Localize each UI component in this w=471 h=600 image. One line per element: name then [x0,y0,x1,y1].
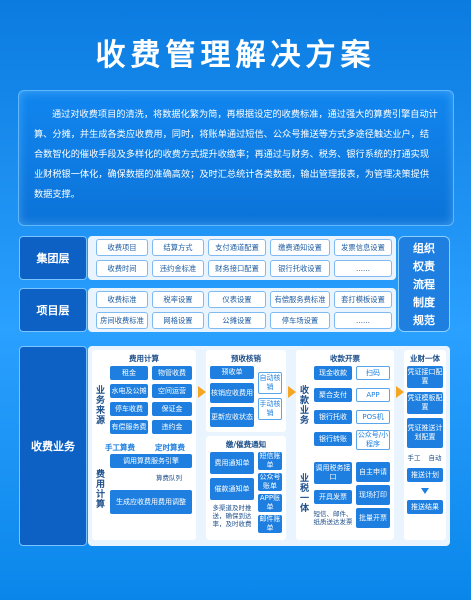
collect-section: 收款开票 收款业务 现金收款 聚合支付 银行托收 银行转账 扫码 APP POS… [296,350,394,540]
voucher-plan: 凭证推送计划配置 [407,418,443,448]
project-layer-row: 收费标准 税率设置 仪表设置 有偿服务费标准 套打模板设置 房间收费标准 网格设… [88,288,396,332]
notify-section: 缴/催费通知 费用通知单 催款通知单 短信账单 公众号账单 APP账单 邮件账单… [206,436,286,540]
collect-title: 收款开票 [330,354,360,363]
chip-fee-item: 收费项目 [96,239,148,256]
tax-api: 调用税务接口 [314,462,352,484]
gen-block: 生成应收费用费用调整 [110,490,192,514]
push-plan: 推送计划 [407,468,443,482]
business-panel: 费用计算 业务来源 租金 物管收费 水电及公摊 空间运营 停车收费 保证金 有偿… [88,346,450,546]
fee-service: 有偿服务费 [110,420,148,434]
chip-more: ...... [334,260,392,277]
fee-space: 空间运营 [152,384,192,398]
fee-rent: 租金 [110,366,148,380]
business-label: 收费业务 [19,346,87,546]
self-apply: 自主申请 [356,462,390,482]
bank-collect: 银行托收 [314,410,352,424]
chip-tax: 税率设置 [152,291,204,308]
chip-pay-channel: 支付通道配置 [208,239,266,256]
pos: POS机 [356,410,390,424]
chip-fee-standard: 收费标准 [96,291,148,308]
chip-print-template: 套打模板设置 [334,291,392,308]
wechat-bill: 公众号账单 [258,473,282,491]
project-layer-label: 项目层 [19,288,87,332]
fee-property: 物管收费 [152,366,192,380]
chip-share: 公摊设置 [208,312,266,329]
arrow-down [421,488,429,494]
chip-notify-set: 缴费通知设置 [270,239,330,256]
scan: 扫码 [356,366,390,380]
collect-label: 收款业务 [299,386,309,426]
chip-settle: 结算方式 [152,239,204,256]
group-layer-row: 收费项目 结算方式 支付通道配置 缴费通知设置 发票信息设置 收费时间 违约金标… [88,236,396,280]
voucher-template: 凭证模板配置 [407,392,443,414]
pre-verify-section: 预收核销 预收单 核销应收费用 更新应收状态 自动核销 手动核销 [206,350,286,432]
chip-meter: 仪表设置 [208,291,266,308]
governance-box: 组织 权责 流程 制度 规范 [398,236,450,332]
agg-pay: 聚合支付 [314,388,352,402]
sms-bill: 短信账单 [258,452,282,470]
mini-program: 公众号/小程序 [356,430,390,450]
voucher-api: 凭证接口配置 [407,366,443,388]
timed-calc: 定时算费 [155,443,185,452]
pre-verify-title: 预收核销 [231,354,261,363]
chip-parking: 停车场设置 [270,312,330,329]
page-title: 收费管理解决方案 [95,38,376,73]
chip-finance-api: 财务接口配置 [208,260,266,277]
dun-notice: 催款通知单 [210,478,254,500]
group-layer-label: 集团层 [19,236,87,280]
manual-calc: 手工算费 [105,443,135,452]
fee-calc-section: 费用计算 业务来源 租金 物管收费 水电及公摊 空间运营 停车收费 保证金 有偿… [92,350,196,540]
mail-bill: 邮件账单 [258,515,282,533]
chip-paid-service: 有偿服务费标准 [270,291,330,308]
prepay-block: 预收单 [210,366,254,379]
issue-invoice: 开具发票 [314,490,352,504]
batch-invoice: 批量开票 [356,508,390,528]
chip-penalty: 违约金标准 [152,260,204,277]
chip-invoice-set: 发票信息设置 [334,239,392,256]
fee-penalty: 违约金 [152,420,192,434]
notify-note: 多渠道及时推送，确保到达率，及时收费 [212,504,252,528]
verify-block: 核销应收费用 [210,383,254,403]
finance-section: 业财一体 凭证接口配置 凭证模板配置 凭证推送计划配置 手工 自动 推送计划 推… [404,350,446,540]
tax-note: 短信、邮件、纸质送达发票 [313,510,353,526]
chip-room-fee: 房间收费标准 [96,312,148,329]
cash: 现金收款 [314,366,352,380]
arrow-2 [288,386,296,398]
manual-verify: 手动核销 [258,398,282,420]
auto-verify: 自动核销 [258,372,282,394]
fee-parking: 停车收费 [110,402,148,416]
arrow-3 [396,386,404,398]
finance-auto: 自动 [428,454,442,462]
chip-more-2: ...... [334,312,392,329]
app-bill: APP账单 [258,494,282,512]
chip-fee-time: 收费时间 [96,260,148,277]
intro-text: 通过对收费项目的清洗，将数据化繁为简，再根据设定的收费标准，通过强大的算费引擎自… [34,109,438,200]
calc-label: 费用计算 [95,470,105,510]
fee-utility: 水电及公摊 [110,384,148,398]
update-block: 更新应收状态 [210,407,254,427]
arrow-1 [198,386,206,398]
notify-title: 缴/催费通知 [225,440,267,449]
queue-note: 算费队列 [156,474,182,482]
bank-transfer: 银行转账 [314,432,352,446]
app-pay: APP [356,388,390,402]
finance-manual: 手工 [407,454,421,462]
finance-title: 业财一体 [410,354,440,363]
fee-calc-title: 费用计算 [129,354,159,363]
fee-deposit: 保证金 [152,402,192,416]
tax-label: 业税一体 [299,474,309,514]
intro-panel: 通过对收费项目的清洗，将数据化繁为简，再根据设定的收费标准，通过强大的算费引擎自… [18,90,454,226]
chip-grid: 网格设置 [152,312,204,329]
chip-bank: 银行托收设置 [270,260,330,277]
source-label: 业务来源 [95,386,105,426]
engine-block: 调用算费服务引擎 [110,454,192,468]
fee-notice: 费用通知单 [210,452,254,474]
onsite-print: 现场打印 [356,485,390,505]
push-result: 推送结果 [407,500,443,514]
